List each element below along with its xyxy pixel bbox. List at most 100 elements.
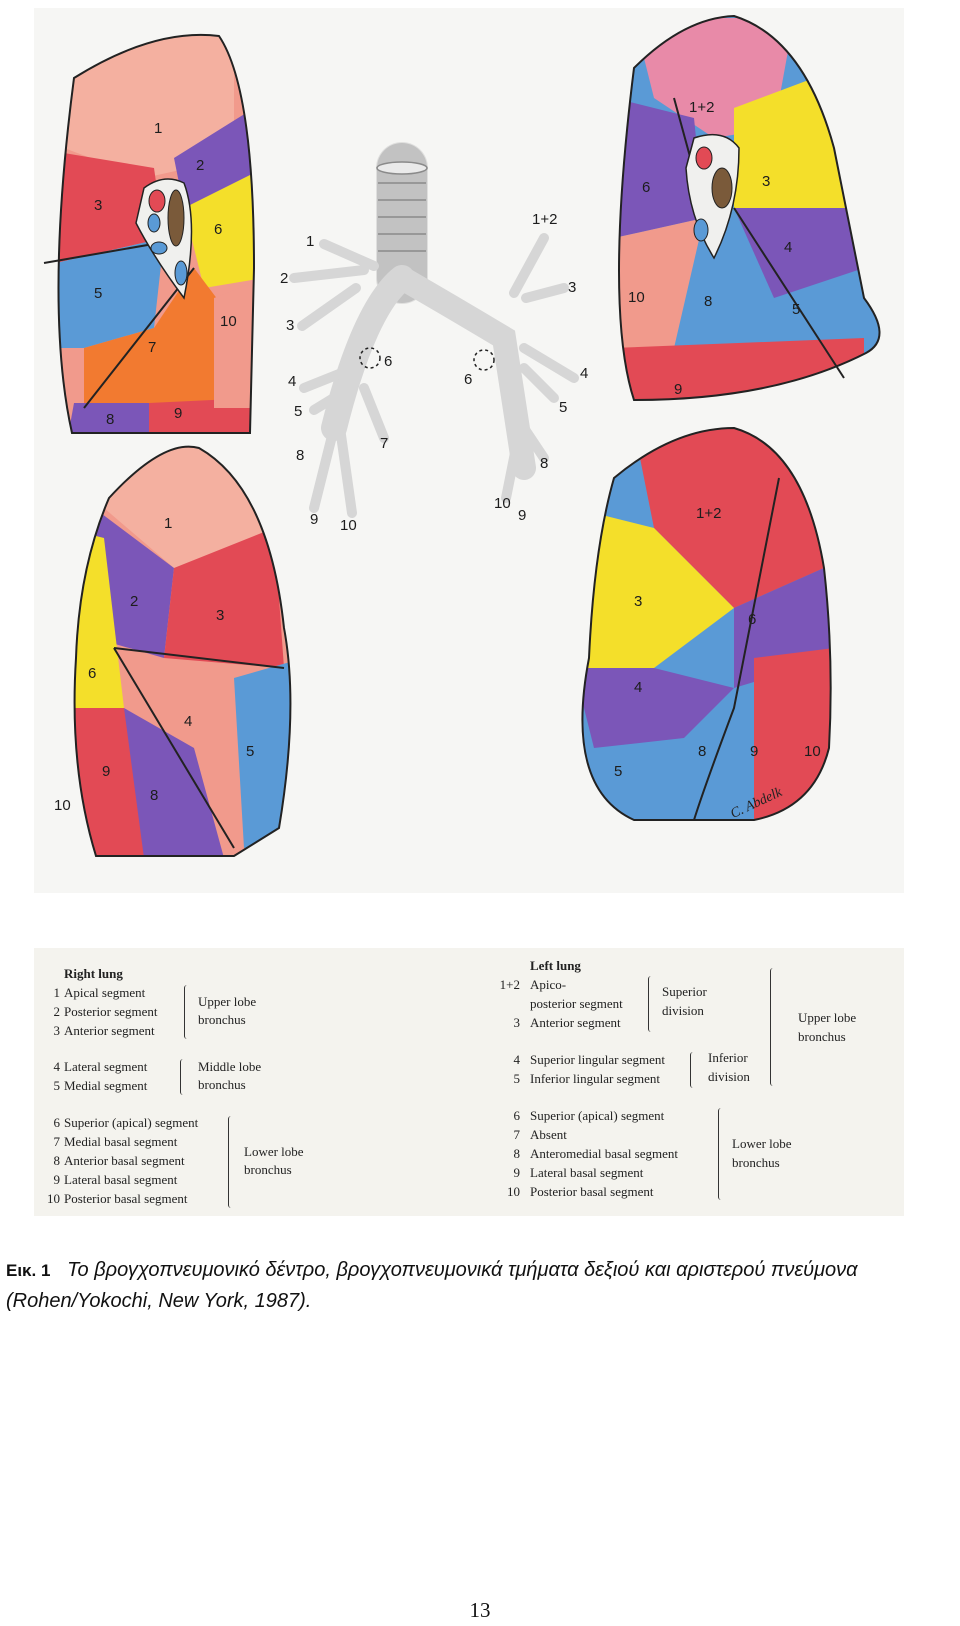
seg-label: 6 xyxy=(384,353,392,370)
legend-group: Superior xyxy=(662,984,707,999)
seg-label: 3 xyxy=(94,197,102,214)
legend-item: Apico- xyxy=(530,977,567,992)
lung-segments-figure: 1 2 3 6 5 10 7 8 9 1+2 3 6 4 10 8 5 9 xyxy=(34,8,904,893)
legend-num: 3 xyxy=(513,1015,521,1030)
seg-label: 5 xyxy=(94,285,102,302)
lung-diagram: 1 2 3 6 5 10 7 8 9 1+2 3 6 4 10 8 5 9 xyxy=(43,14,881,857)
seg-label: 4 xyxy=(184,713,192,730)
legend-num: 5 xyxy=(53,1078,61,1093)
legend-num: 4 xyxy=(513,1052,521,1067)
legend-item: Lateral basal segment xyxy=(530,1165,644,1180)
caption-label: Εικ. 1 xyxy=(6,1261,51,1280)
legend-group: Upper lobe xyxy=(798,1010,857,1025)
legend-group: Inferior xyxy=(708,1050,748,1065)
legend-item: Posterior basal segment xyxy=(64,1191,188,1206)
seg-label: 3 xyxy=(634,593,642,610)
page-number: 13 xyxy=(469,1598,491,1622)
right-lung-lateral xyxy=(58,34,254,434)
seg-label: 1+2 xyxy=(532,211,557,228)
seg-label: 6 xyxy=(642,179,650,196)
left-lung-medial xyxy=(582,428,831,820)
seg-label: 7 xyxy=(380,435,388,452)
seg-label: 4 xyxy=(288,373,296,390)
legend-brace xyxy=(648,976,655,1032)
legend-item: Superior (apical) segment xyxy=(64,1115,199,1130)
trachea-rings xyxy=(376,161,428,252)
legend-brace xyxy=(180,1059,187,1095)
legend-brace xyxy=(690,1052,697,1088)
legend-brace xyxy=(718,1108,725,1200)
seg-label: 6 xyxy=(464,371,472,388)
legend-num: 1 xyxy=(53,985,61,1000)
legend-num: 10 xyxy=(507,1184,520,1199)
legend-item: Lateral basal segment xyxy=(64,1172,178,1187)
seg-label: 5 xyxy=(792,301,800,318)
legend-right-title: Right lung xyxy=(64,966,123,981)
legend-group: bronchus xyxy=(732,1155,780,1170)
legend-brace xyxy=(770,968,777,1086)
legend-item: Anteromedial basal segment xyxy=(530,1146,679,1161)
seg-label: 5 xyxy=(559,399,567,416)
seg-label: 10 xyxy=(804,743,821,760)
right-lung-medial xyxy=(74,446,291,856)
seg-label: 8 xyxy=(540,455,548,472)
legend-num: 5 xyxy=(513,1071,521,1086)
seg-label: 9 xyxy=(674,381,682,398)
seg-label: 10 xyxy=(494,495,511,512)
legend-num: 7 xyxy=(53,1134,61,1149)
legend-num: 8 xyxy=(53,1153,61,1168)
legend-item: Medial segment xyxy=(64,1078,148,1093)
legend-item: Superior lingular segment xyxy=(530,1052,666,1067)
seg-label: 1+2 xyxy=(689,99,714,116)
legend-item: Absent xyxy=(530,1127,567,1142)
seg-label: 8 xyxy=(698,743,706,760)
legend-num: 9 xyxy=(513,1165,521,1180)
legend-item: Posterior segment xyxy=(64,1004,158,1019)
legend-item: Lateral segment xyxy=(64,1059,148,1074)
seg-label: 9 xyxy=(750,743,758,760)
legend-item: Superior (apical) segment xyxy=(530,1108,665,1123)
legend-item: Anterior segment xyxy=(64,1023,155,1038)
legend-item: Inferior lingular segment xyxy=(530,1071,660,1086)
seg-label: 3 xyxy=(286,317,294,334)
left-lung-lateral xyxy=(619,16,880,400)
seg-label: 1 xyxy=(306,233,314,250)
seg-label: 6 xyxy=(214,221,222,238)
seg-label: 2 xyxy=(130,593,138,610)
legend-brace xyxy=(184,985,191,1039)
legend-item: posterior segment xyxy=(530,996,623,1011)
seg-label: 3 xyxy=(762,173,770,190)
legend-num: 6 xyxy=(53,1115,61,1130)
figure-caption: Εικ. 1 Το βρογχοπνευμονικό δέντρο, βρογχ… xyxy=(6,1255,954,1316)
segment-legend: Right lung 1 Apical segment 2 Posterior … xyxy=(34,948,904,1216)
legend-group: bronchus xyxy=(244,1162,292,1177)
legend-item: Anterior segment xyxy=(530,1015,621,1030)
legend-group: bronchus xyxy=(198,1012,246,1027)
legend-num: 2 xyxy=(53,1004,61,1019)
seg-label: 10 xyxy=(628,289,645,306)
seg-label: 10 xyxy=(54,797,71,814)
seg-label: 10 xyxy=(220,313,237,330)
legend-group: Upper lobe xyxy=(198,994,257,1009)
seg-label: 9 xyxy=(174,405,182,422)
seg-label: 8 xyxy=(106,411,114,428)
seg-label: 8 xyxy=(296,447,304,464)
legend-num: 8 xyxy=(513,1146,521,1161)
legend-group: Lower lobe xyxy=(244,1144,304,1159)
legend-group: bronchus xyxy=(798,1029,846,1044)
legend-item: Apical segment xyxy=(64,985,146,1000)
seg-label: 1+2 xyxy=(696,505,721,522)
seg-label: 7 xyxy=(148,339,156,356)
legend-group: division xyxy=(662,1003,704,1018)
right-hilum xyxy=(135,178,193,300)
legend-num: 9 xyxy=(53,1172,61,1187)
seg-label: 8 xyxy=(150,787,158,804)
legend-group: bronchus xyxy=(198,1077,246,1092)
caption-text: Το βρογχοπνευμονικό δέντρο, βρογχοπνευμο… xyxy=(6,1259,858,1312)
legend-num: 6 xyxy=(513,1108,521,1123)
seg-label: 1 xyxy=(154,120,162,137)
seg-label: 1 xyxy=(164,515,172,532)
seg-label: 4 xyxy=(634,679,642,696)
seg-label: 4 xyxy=(784,239,792,256)
seg-label: 6 xyxy=(748,611,756,628)
